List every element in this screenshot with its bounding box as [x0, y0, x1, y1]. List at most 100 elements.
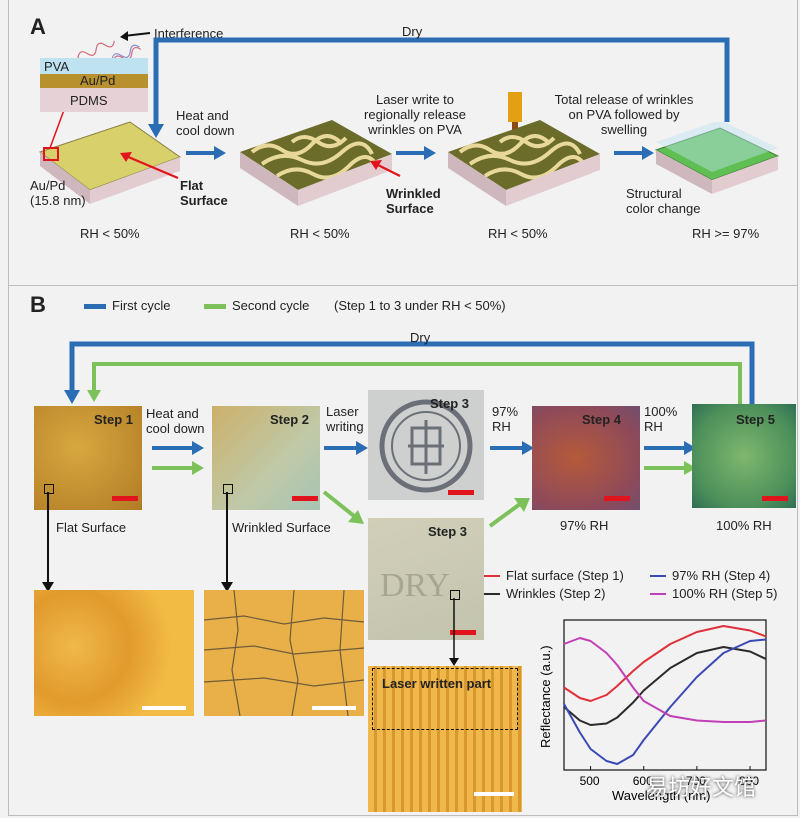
legend-97-swatch [650, 575, 666, 577]
rh-1: RH < 50% [80, 226, 140, 241]
rh-2: RH < 50% [290, 226, 350, 241]
step4-caption: 97% RH [560, 518, 609, 533]
x-tick-label-3: 700 [686, 774, 706, 788]
rh97-arrow-label: 97% RH [492, 404, 519, 434]
wrinkle-cracks [203, 589, 365, 717]
pdms-layer [40, 88, 148, 112]
legend-second-swatch [204, 304, 226, 309]
arrow-a2 [396, 146, 436, 160]
pva-layer [40, 58, 148, 74]
pdms-label: PDMS [70, 93, 108, 108]
arrow-b2-green [322, 490, 364, 524]
interference-arrow [120, 31, 151, 41]
arrow-a3 [614, 146, 654, 160]
flat-surface-pointer [120, 152, 179, 180]
step5-caption: 100% RH [716, 518, 772, 533]
legend-100-swatch [650, 593, 666, 595]
step3-scalebar [448, 490, 474, 495]
flat-surface-label: Flat Surface [180, 178, 228, 208]
series-line-3 [563, 638, 767, 765]
step4-image [532, 406, 640, 510]
arrow-b4 [644, 441, 696, 475]
laser-written-micrograph [368, 666, 522, 812]
dry-loop-arrow-a [148, 37, 730, 138]
au-pd-thickness: Au/Pd (15.8 nm) [30, 178, 86, 208]
arrow-b3-green [488, 498, 530, 528]
dry-label-b: Dry [410, 330, 431, 345]
panel-b-letter: B [30, 292, 46, 317]
step5-image [692, 404, 796, 508]
plot-frame [563, 619, 767, 771]
legend-100-label: 100% RH (Step 5) [672, 586, 778, 601]
step3-label: Step 3 [430, 396, 470, 411]
series-line-2 [563, 646, 767, 726]
series-line-4 [563, 637, 767, 723]
step4-label: Step 4 [582, 412, 622, 427]
flat-micrograph-scalebar [142, 706, 186, 710]
arrow-b3 [490, 441, 534, 455]
step3-dry-image [368, 518, 484, 640]
laser-written-label: Laser written part [382, 676, 492, 691]
swollen-sample [654, 122, 780, 194]
rh100-arrow-label: 100% RH [644, 404, 678, 434]
panel-a-letter: A [30, 14, 46, 39]
pva-label: PVA [44, 59, 70, 74]
series-line-1 [563, 625, 767, 702]
rh-3: RH < 50% [488, 226, 548, 241]
step3-inset-marker [450, 590, 460, 600]
step1-caption: Flat Surface [56, 520, 127, 535]
dry-written-text: DRY [380, 567, 450, 604]
wrinkled-pointer [370, 160, 401, 177]
aupd-label: Au/Pd [80, 73, 116, 88]
laser-write-label: Laser write to regionally release wrinkl… [364, 92, 466, 137]
panel-b-frame [8, 286, 798, 816]
laser-sample [448, 92, 600, 206]
step3-image [368, 390, 484, 500]
panel-a-frame [8, 0, 798, 286]
laser-micrograph-scalebar [474, 792, 514, 796]
step1-image [34, 406, 142, 510]
step5-scalebar [762, 496, 788, 501]
legend-first-label: First cycle [112, 298, 171, 313]
x-tick-label-1: 500 [580, 774, 600, 788]
legend-flat-swatch [484, 575, 500, 577]
wrinkled-sample [240, 120, 392, 206]
legend-second-label: Second cycle [232, 298, 310, 313]
laser-written-region [372, 668, 518, 730]
dry-loop-arrow-b [64, 341, 755, 406]
x-axis-label: Wavelength (nm) [612, 788, 711, 803]
x-tick-label-2: 600 [633, 774, 653, 788]
step1-scalebar [112, 496, 138, 501]
dry-label-a: Dry [402, 24, 423, 39]
watermark: 易坊好文馆 [646, 775, 757, 800]
legend-flat-label: Flat surface (Step 1) [506, 568, 624, 583]
legend-note: (Step 1 to 3 under RH < 50%) [334, 298, 506, 313]
laser-writing-label: Laser writing [326, 404, 364, 434]
rh-4: RH >= 97% [692, 226, 760, 241]
reflectance-chart: 500 600 700 800 Reflectance (a.u.) Waveleng… [538, 619, 767, 803]
x-tick-label-4: 800 [739, 774, 759, 788]
arrow-b2 [324, 441, 368, 455]
y-axis-label: Reflectance (a.u.) [538, 645, 553, 748]
legend-first-swatch [84, 304, 106, 309]
flat-micrograph [34, 590, 194, 716]
wrinkled-surface-label: Wrinkled Surface [386, 186, 441, 216]
total-release-label: Total release of wrinkles on PVA followe… [554, 92, 694, 137]
wrinkled-micrograph [203, 589, 365, 717]
step2-label: Step 2 [270, 412, 310, 427]
inset-pointer-lines [42, 492, 459, 666]
arrow-b1 [152, 441, 204, 475]
step4-scalebar [604, 496, 630, 501]
step2-image [212, 406, 320, 510]
wrinkled-micrograph-scalebar [312, 706, 356, 710]
legend-wrinkles-label: Wrinkles (Step 2) [506, 586, 606, 601]
legend-97-label: 97% RH (Step 4) [672, 568, 771, 583]
legend-wrinkles-swatch [484, 593, 500, 595]
interference-label: Interference [154, 26, 224, 41]
structural-color-label: Structural color change [626, 186, 701, 216]
step2-caption: Wrinkled Surface [232, 520, 331, 535]
heat-cool-label-a: Heat and cool down [176, 108, 235, 138]
stamp-pattern [379, 399, 473, 493]
arrow-a1 [186, 146, 226, 160]
step3-second-label: Step 3 [428, 524, 468, 539]
